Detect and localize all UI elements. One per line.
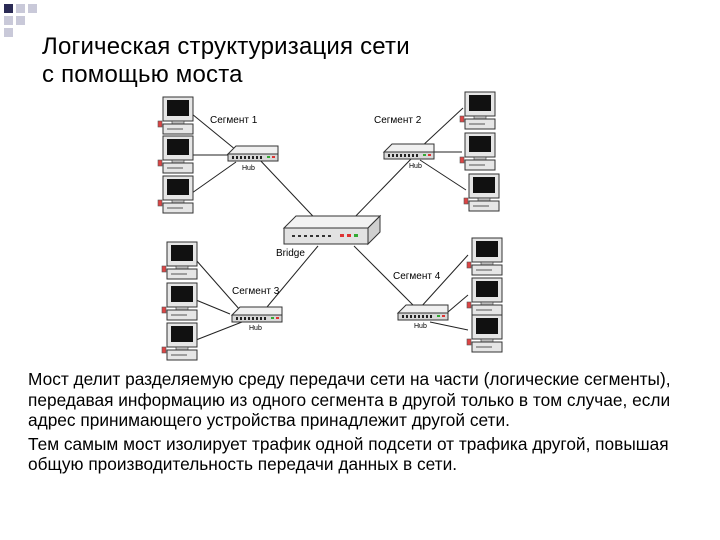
pc-icon (466, 277, 503, 316)
title-line-1: Логическая структуризация сети (42, 33, 410, 60)
hub-label: Hub (414, 323, 427, 330)
pc-icon (157, 96, 194, 135)
bridge-icon (282, 214, 382, 246)
pc-icon (459, 91, 496, 130)
segment-2-label: Сегмент 2 (374, 115, 422, 126)
hub-label: Hub (249, 325, 262, 332)
pc-icon (466, 314, 503, 353)
connection-lines (191, 107, 469, 341)
hub-icon (397, 304, 449, 321)
hub-icon (227, 145, 279, 162)
pc-icon (463, 173, 500, 212)
pc-icon (466, 237, 503, 276)
pc-icon (161, 282, 198, 321)
paragraph-1: Мост делит разделяемую среду передачи се… (28, 369, 671, 431)
hub-label: Hub (409, 163, 422, 170)
segment-4-label: Сегмент 4 (393, 271, 441, 282)
pc-icon (157, 175, 194, 214)
pc-icon (459, 132, 496, 171)
corner-decoration (0, 0, 60, 40)
segment-3-label: Сегмент 3 (232, 286, 280, 297)
hub-icon (383, 143, 435, 160)
title-line-2: с помощью моста (42, 61, 243, 88)
bridge-label: Bridge (276, 248, 305, 259)
pc-icon (161, 322, 198, 361)
pc-icon (157, 135, 194, 174)
segment-1-label: Сегмент 1 (210, 115, 258, 126)
hub-label: Hub (242, 165, 255, 172)
hub-icon (231, 306, 283, 323)
paragraph-2: Тем самым мост изолирует трафик одной по… (28, 433, 669, 475)
slide-title: Логическая структуризация сети с помощью… (42, 33, 682, 89)
description-text: Мост делит разделяемую среду передачи се… (28, 369, 698, 478)
pc-icon (161, 241, 198, 280)
